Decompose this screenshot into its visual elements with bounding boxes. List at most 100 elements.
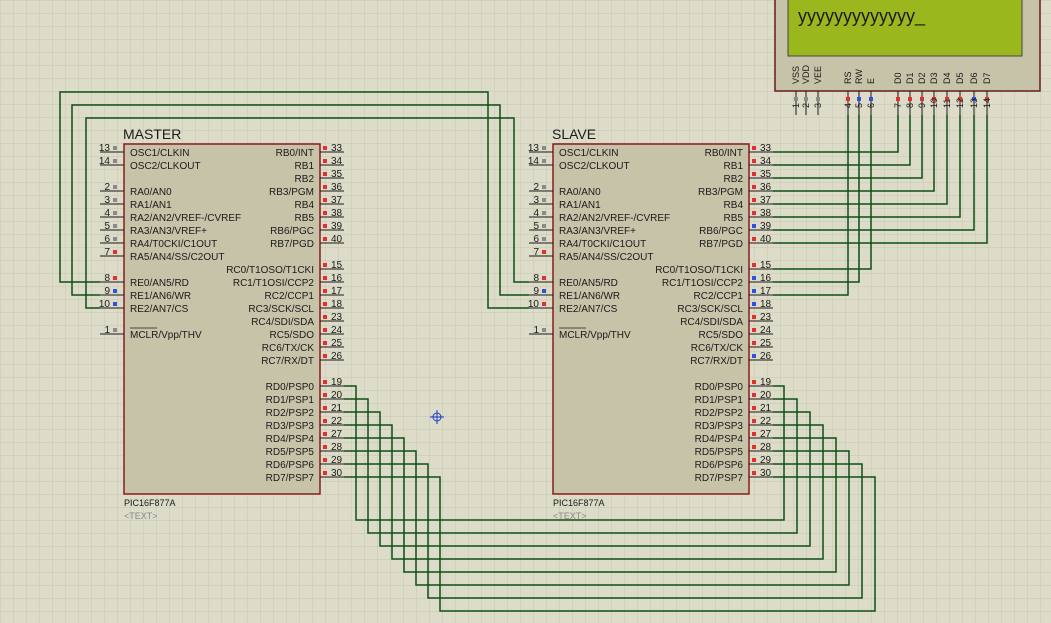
pin-label: RA0/AN0 <box>559 187 601 198</box>
pin-number: 30 <box>760 468 772 479</box>
pin-state-indicator <box>323 419 327 423</box>
wire <box>344 424 824 560</box>
pin-number: 29 <box>760 455 772 466</box>
lcd-pin-indicator <box>920 97 924 101</box>
pin-state-indicator <box>752 341 756 345</box>
pin-number: 36 <box>331 182 343 193</box>
pin-number: 20 <box>760 390 772 401</box>
crosshair-cursor-icon <box>430 410 444 424</box>
lcd-pin-number: 3 <box>813 103 823 108</box>
pin-state-indicator <box>323 380 327 384</box>
pin-state-indicator <box>323 172 327 176</box>
pin-state-indicator <box>113 146 117 150</box>
wire <box>773 115 975 231</box>
lcd-pin-name: RS <box>843 71 853 84</box>
pin-state-indicator <box>113 328 117 332</box>
pin-label: RE1/AN6/WR <box>130 291 191 302</box>
pin-number: 14 <box>99 156 111 167</box>
lcd-pin-number: 10 <box>929 98 939 108</box>
lcd-screen <box>787 0 1023 57</box>
pin-label: RB4 <box>295 200 315 211</box>
lcd-pin-number: 14 <box>982 98 992 108</box>
pin-label: RB1 <box>724 161 744 172</box>
pin-state-indicator <box>113 198 117 202</box>
wire <box>773 115 849 296</box>
lcd-pin-name: D5 <box>955 72 965 84</box>
pin-number: 8 <box>533 273 539 284</box>
lcd-module[interactable]: yyyyyyyyyyyyy_ 1VSS2VDD3VEE4RS5RW6E7D08D… <box>774 0 1041 115</box>
pin-label: MCLR/Vpp/THV <box>559 330 631 341</box>
pin-number: 3 <box>104 195 110 206</box>
lcd-pin-name: D2 <box>917 72 927 84</box>
pin-label: RB0/INT <box>276 148 314 159</box>
pin-state-indicator <box>542 224 546 228</box>
pin-state-indicator <box>323 458 327 462</box>
pin-label: RA5/AN4/SS/C2OUT <box>130 252 224 263</box>
pin-label: RE0/AN5/RD <box>130 278 189 289</box>
lcd-pin-indicator <box>896 97 900 101</box>
pin-label: RA3/AN3/VREF+ <box>559 226 636 237</box>
pin-label: RD1/PSP1 <box>695 395 744 406</box>
pin-state-indicator <box>113 224 117 228</box>
wire <box>773 115 860 283</box>
pin-number: 9 <box>533 286 539 297</box>
pin-state-indicator <box>752 406 756 410</box>
pin-label: RD2/PSP2 <box>695 408 744 419</box>
pin-number: 22 <box>760 416 772 427</box>
pin-number: 26 <box>760 351 772 362</box>
pin-state-indicator <box>323 276 327 280</box>
pin-state-indicator <box>752 211 756 215</box>
pin-state-indicator <box>323 354 327 358</box>
wire <box>773 115 923 179</box>
pin-label: OSC1/CLKIN <box>130 148 189 159</box>
pin-label: RE2/AN7/CS <box>559 304 618 315</box>
pin-label: RB3/PGM <box>269 187 314 198</box>
pin-number: 17 <box>760 286 772 297</box>
pin-state-indicator <box>752 263 756 267</box>
pin-number: 1 <box>104 325 110 336</box>
pin-number: 6 <box>104 234 110 245</box>
pin-state-indicator <box>323 406 327 410</box>
pin-state-indicator <box>542 198 546 202</box>
pin-label: RD7/PSP7 <box>695 473 744 484</box>
lcd-pin-name: D7 <box>982 72 992 84</box>
pin-label: RC1/T1OSI/CCP2 <box>662 278 744 289</box>
pin-number: 29 <box>331 455 343 466</box>
lcd-pin-number: 9 <box>917 103 927 108</box>
pin-label: RE0/AN5/RD <box>559 278 618 289</box>
chip-label: MASTER <box>123 126 181 142</box>
pin-state-indicator <box>752 354 756 358</box>
lcd-pin-name: D4 <box>942 72 952 84</box>
pin-number: 5 <box>533 221 539 232</box>
pin-state-indicator <box>542 237 546 241</box>
lcd-pin-indicator <box>846 97 850 101</box>
pin-number: 24 <box>760 325 772 336</box>
pin-label: RB6/PGC <box>699 226 743 237</box>
pin-state-indicator <box>752 224 756 228</box>
lcd-pin-number: 8 <box>905 103 915 108</box>
pin-number: 10 <box>528 299 540 310</box>
pin-number: 5 <box>104 221 110 232</box>
pin-state-indicator <box>542 211 546 215</box>
pin-number: 2 <box>533 182 539 193</box>
wire <box>344 437 837 573</box>
pin-number: 15 <box>760 260 772 271</box>
pin-number: 33 <box>760 143 772 154</box>
pin-number: 34 <box>760 156 772 167</box>
pin-state-indicator <box>323 302 327 306</box>
pin-label: RA0/AN0 <box>130 187 172 198</box>
lcd-pin-name: VDD <box>801 64 811 84</box>
lcd-pin-number: 5 <box>854 103 864 108</box>
pin-number: 39 <box>760 221 772 232</box>
pin-label: RD3/PSP3 <box>695 421 744 432</box>
pin-state-indicator <box>752 237 756 241</box>
pin-number: 10 <box>99 299 111 310</box>
pin-number: 17 <box>331 286 343 297</box>
pin-state-indicator <box>752 185 756 189</box>
pin-number: 27 <box>331 429 343 440</box>
lcd-pin-name: RW <box>854 69 864 84</box>
pin-label: RA2/AN2/VREF-/CVREF <box>559 213 670 224</box>
